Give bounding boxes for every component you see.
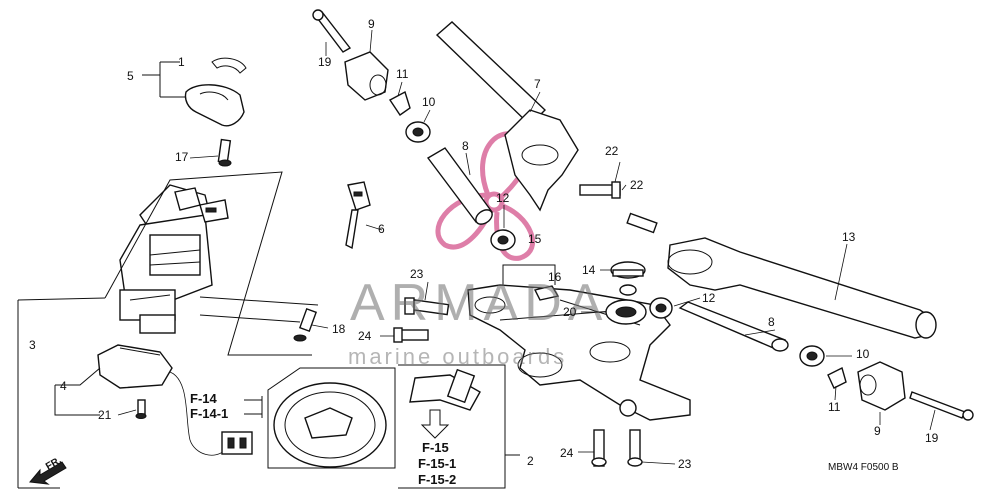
bracket-15 xyxy=(502,264,556,285)
callout-10b: 10 xyxy=(856,347,870,361)
callout-22a: 22 xyxy=(605,144,619,158)
part-19-screw-right xyxy=(909,391,974,421)
part-18-bolt xyxy=(293,307,318,342)
callout-10a: 10 xyxy=(422,95,436,109)
leader-lines xyxy=(117,29,936,465)
part-24-bolt-lower xyxy=(591,429,607,467)
part-22-bolt-top xyxy=(579,181,621,199)
key-in-switch-icon xyxy=(174,187,229,223)
callout-24a: 24 xyxy=(358,329,372,343)
callout-6: 6 xyxy=(378,222,385,236)
part-6-key xyxy=(345,181,371,250)
callout-8b: 8 xyxy=(768,315,775,329)
ref-label-f15-1: F-15-1 xyxy=(418,456,456,471)
callout-7: 7 xyxy=(534,77,541,91)
callout-19a: 19 xyxy=(318,55,332,69)
part-9-weight-left xyxy=(344,51,389,101)
callout-brackets-left xyxy=(17,61,319,489)
callout-9b: 9 xyxy=(874,424,881,438)
part-12-nut-right xyxy=(649,297,673,319)
part-10-rubber-left xyxy=(405,121,431,143)
callout-20: 20 xyxy=(563,305,577,319)
part-10-rubber-right xyxy=(799,345,825,367)
part-19-screw-left xyxy=(312,9,352,53)
drawing-code: MBW4 F0500 B xyxy=(828,462,899,473)
callout-9a: 9 xyxy=(368,17,375,31)
callout-1: 1 xyxy=(178,55,185,69)
watermark-brand: ARMADA xyxy=(350,274,608,332)
ref-f14-bracket xyxy=(244,396,263,418)
callout-11a: 11 xyxy=(396,67,409,81)
callout-21: 21 xyxy=(98,408,112,422)
part-1-clip xyxy=(211,57,247,74)
part-4-sensor xyxy=(97,344,253,456)
callout-16: 16 xyxy=(548,270,562,284)
callout-11b: 11 xyxy=(828,400,841,414)
ref-plate-f14 xyxy=(267,367,396,469)
callout-4: 4 xyxy=(60,379,67,393)
callout-13: 13 xyxy=(842,230,856,244)
callout-2: 2 xyxy=(527,454,534,468)
front-direction-arrow-icon xyxy=(29,461,67,485)
part-5-switch-cover xyxy=(184,84,245,127)
part-8-pipe-right xyxy=(678,301,789,352)
part-22-bolt-lower xyxy=(626,212,658,234)
callout-12a: 12 xyxy=(496,191,510,205)
callout-5: 5 xyxy=(127,69,134,83)
part-24-bolt-center xyxy=(393,327,429,343)
part-16-plate xyxy=(533,285,560,301)
part-20-nut xyxy=(605,299,647,325)
callout-18: 18 xyxy=(332,322,346,336)
part-11-clip-left xyxy=(388,90,411,116)
callout-14: 14 xyxy=(582,263,596,277)
part-23-bolt-center xyxy=(404,297,450,316)
callout-23b: 23 xyxy=(678,457,692,471)
watermark-tagline: marine outboards xyxy=(348,344,567,369)
callout-22b: 22 xyxy=(630,178,644,192)
part-11-clip-right xyxy=(827,366,847,389)
part-12-nut-left xyxy=(490,229,516,251)
callout-3: 3 xyxy=(29,338,36,352)
part-21-screw xyxy=(135,399,147,419)
ref-box-f15 xyxy=(398,364,520,489)
callout-15: 15 xyxy=(528,232,542,246)
part-3-ignition-switch xyxy=(119,184,213,334)
callout-24b: 24 xyxy=(560,446,574,460)
ref-label-f15-2: F-15-2 xyxy=(418,472,456,487)
callout-17: 17 xyxy=(175,150,189,164)
ref-label-f14-1: F-14-1 xyxy=(190,406,228,421)
part-14-cap xyxy=(610,261,646,296)
part-17-screw xyxy=(217,138,232,167)
callout-19b: 19 xyxy=(925,431,939,445)
callout-23a: 23 xyxy=(410,267,424,281)
part-9-weight-right xyxy=(857,361,906,411)
callout-12b: 12 xyxy=(702,291,716,305)
part-8-pipe-left xyxy=(426,147,494,225)
ref-label-f14: F-14 xyxy=(190,391,218,406)
ref-label-f15: F-15 xyxy=(422,440,449,455)
callout-8a: 8 xyxy=(462,139,469,153)
part-7-handlebar-left xyxy=(435,21,579,212)
part-13-handlebar-right xyxy=(667,237,937,339)
part-23-bolt-lower xyxy=(627,429,643,467)
